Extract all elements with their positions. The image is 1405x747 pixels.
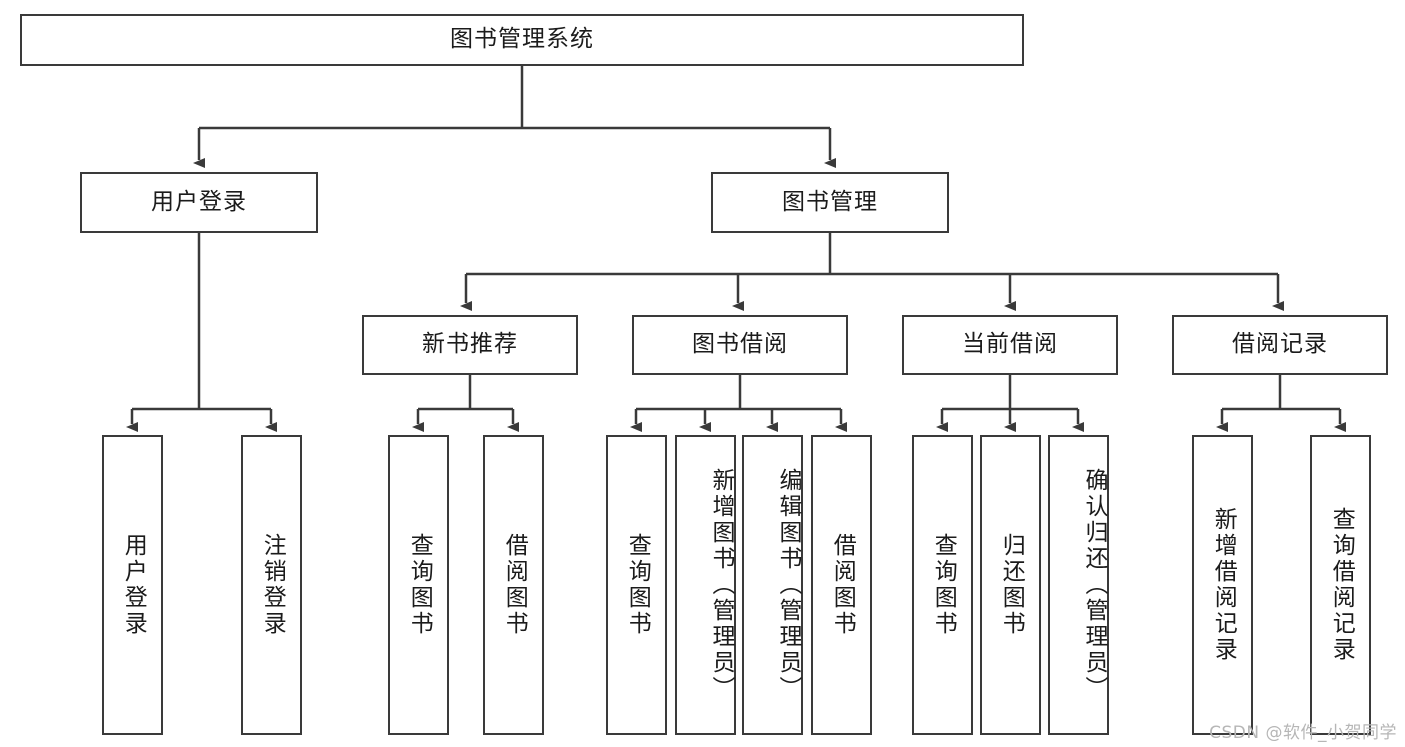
node-current-borrow[interactable]: 当前借阅	[902, 315, 1118, 375]
leaf-borrow-book-2-label: 借阅图书	[829, 533, 856, 637]
node-new-book-rec[interactable]: 新书推荐	[362, 315, 578, 375]
leaf-logout[interactable]: 注销登录	[241, 435, 302, 735]
node-current-borrow-label: 当前借阅	[962, 331, 1058, 358]
leaf-user-login[interactable]: 用户登录	[102, 435, 163, 735]
node-book-borrow[interactable]: 图书借阅	[632, 315, 848, 375]
leaf-user-login-label: 用户登录	[120, 533, 147, 637]
node-root[interactable]: 图书管理系统	[20, 14, 1024, 66]
leaf-query-book-2[interactable]: 查询图书	[606, 435, 667, 735]
leaf-return-book[interactable]: 归还图书	[980, 435, 1041, 735]
leaf-borrow-book-2[interactable]: 借阅图书	[811, 435, 872, 735]
node-borrow-record[interactable]: 借阅记录	[1172, 315, 1388, 375]
leaf-query-book-1-label: 查询图书	[406, 533, 433, 637]
leaf-add-book-label: 新增图书（管理员）	[708, 468, 734, 702]
leaf-borrow-book-1[interactable]: 借阅图书	[483, 435, 544, 735]
node-user-login[interactable]: 用户登录	[80, 172, 318, 233]
leaf-query-book-1[interactable]: 查询图书	[388, 435, 449, 735]
node-book-manage[interactable]: 图书管理	[711, 172, 949, 233]
leaf-query-record[interactable]: 查询借阅记录	[1310, 435, 1371, 735]
node-user-login-label: 用户登录	[151, 188, 247, 215]
leaf-edit-book-label: 编辑图书（管理员）	[775, 468, 801, 702]
node-book-borrow-label: 图书借阅	[692, 331, 788, 358]
node-book-manage-label: 图书管理	[782, 188, 878, 215]
leaf-return-book-label: 归还图书	[998, 533, 1025, 637]
leaf-edit-book[interactable]: 编辑图书（管理员）	[742, 435, 803, 735]
leaf-borrow-book-1-label: 借阅图书	[501, 533, 528, 637]
leaf-query-book-2-label: 查询图书	[624, 533, 651, 637]
leaf-add-record-label: 新增借阅记录	[1210, 507, 1237, 663]
node-root-label: 图书管理系统	[450, 26, 594, 53]
node-borrow-record-label: 借阅记录	[1232, 331, 1328, 358]
leaf-logout-label: 注销登录	[259, 533, 286, 637]
node-new-book-rec-label: 新书推荐	[422, 331, 518, 358]
leaf-query-book-3[interactable]: 查询图书	[912, 435, 973, 735]
leaf-confirm-return[interactable]: 确认归还（管理员）	[1048, 435, 1109, 735]
leaf-add-book[interactable]: 新增图书（管理员）	[675, 435, 736, 735]
leaf-add-record[interactable]: 新增借阅记录	[1192, 435, 1253, 735]
leaf-confirm-return-label: 确认归还（管理员）	[1081, 468, 1107, 702]
leaf-query-book-3-label: 查询图书	[930, 533, 957, 637]
watermark: CSDN @软件_小贺同学	[1209, 723, 1397, 743]
leaf-query-record-label: 查询借阅记录	[1328, 507, 1355, 663]
